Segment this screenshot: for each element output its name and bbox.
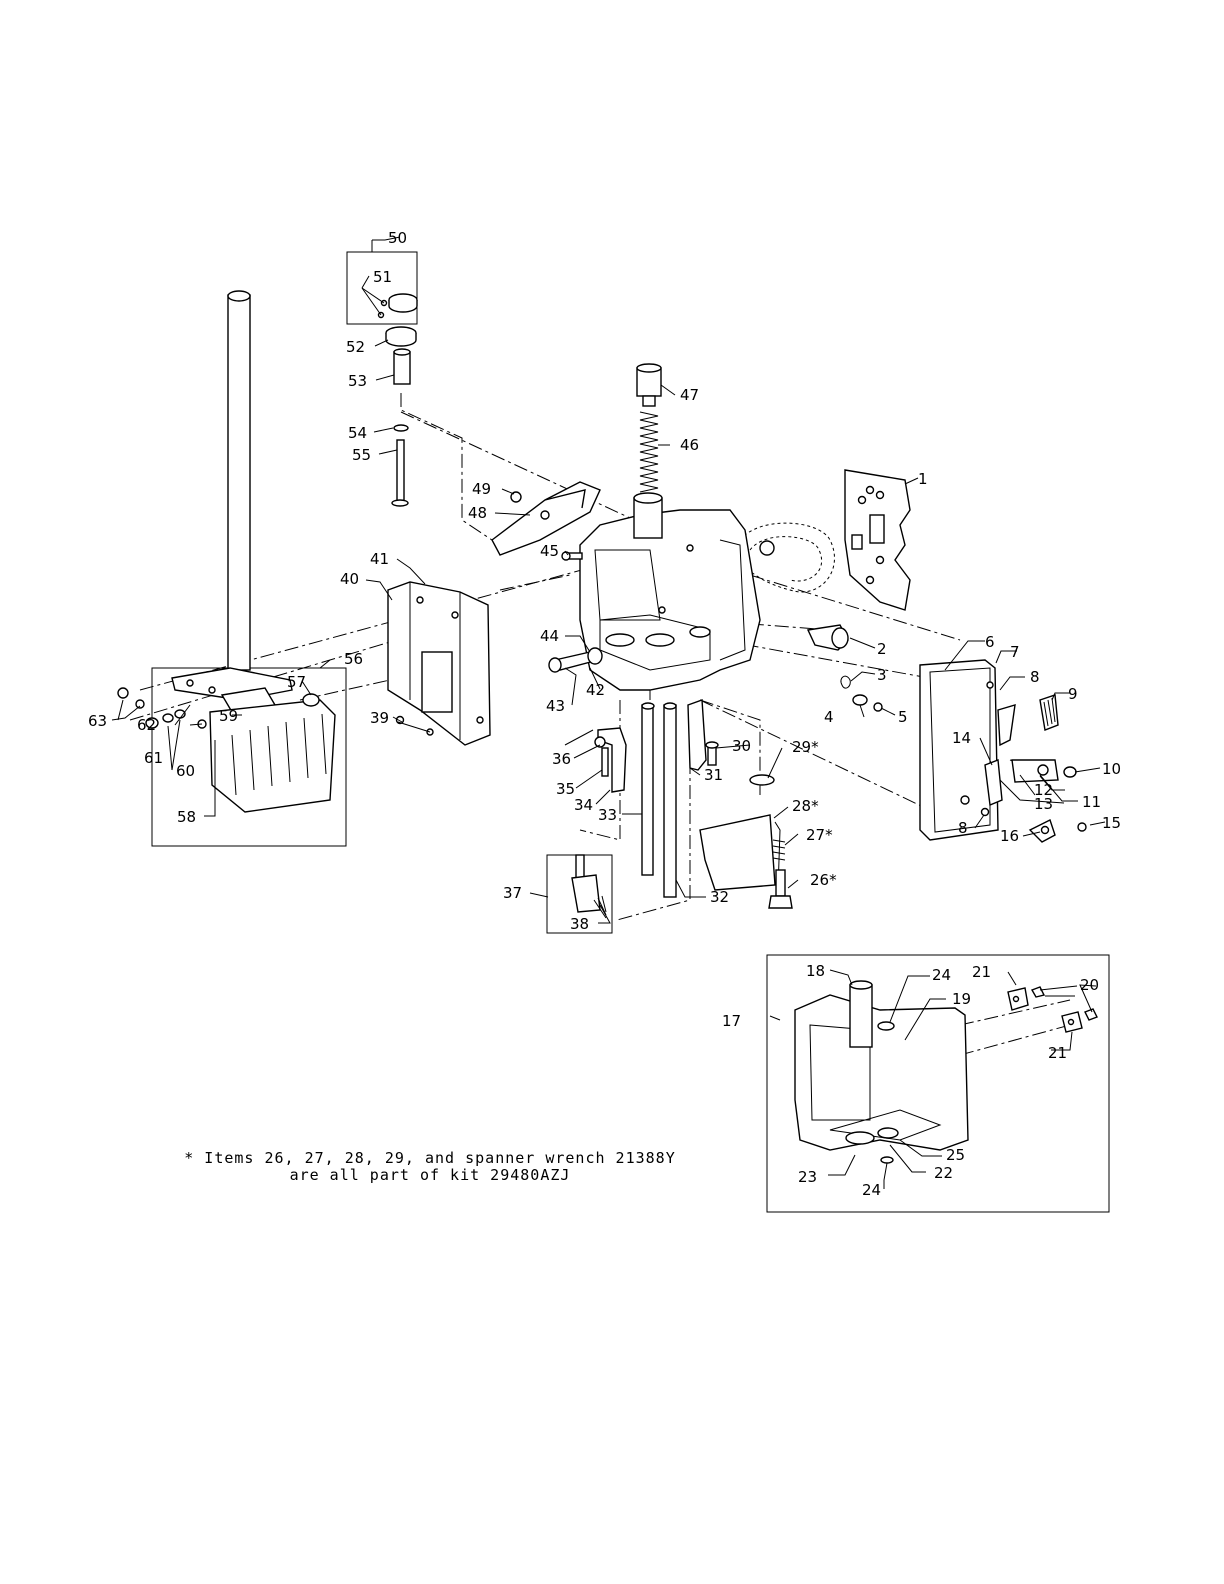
label-22: 22 — [934, 1164, 953, 1182]
screw-45 — [562, 552, 582, 560]
label-14: 14 — [952, 729, 971, 747]
label-33: 33 — [598, 806, 617, 824]
label-62: 62 — [137, 716, 156, 734]
label-26: 26* — [810, 871, 837, 889]
cover-plate-6 — [920, 660, 1015, 840]
gasket-plate-1 — [845, 470, 910, 610]
label-61: 61 — [144, 749, 163, 767]
label-56: 56 — [344, 650, 363, 668]
label-16: 16 — [1000, 827, 1019, 845]
spring-and-plug — [637, 364, 661, 492]
rods — [642, 703, 676, 897]
label-63: 63 — [88, 712, 107, 730]
label-9: 9 — [1068, 685, 1078, 703]
label-34: 34 — [574, 796, 593, 814]
label-23: 23 — [798, 1168, 817, 1186]
label-35: 35 — [556, 780, 575, 798]
label-8-bottom: 8 — [958, 819, 968, 837]
label-27: 27* — [806, 826, 833, 844]
label-13: 13 — [1034, 795, 1053, 813]
label-11: 11 — [1082, 793, 1101, 811]
label-30: 30 — [732, 737, 751, 755]
label-40: 40 — [340, 570, 359, 588]
label-51: 51 — [373, 268, 392, 286]
label-37: 37 — [503, 884, 522, 902]
label-1: 1 — [918, 470, 928, 488]
side-plate-40 — [388, 582, 490, 745]
label-18: 18 — [806, 962, 825, 980]
label-39: 39 — [370, 709, 389, 727]
pin-and-clip — [808, 625, 882, 711]
label-2: 2 — [877, 640, 887, 658]
label-36: 36 — [552, 750, 571, 768]
label-41: 41 — [370, 550, 389, 568]
label-43: 43 — [546, 697, 565, 715]
label-49: 49 — [472, 480, 491, 498]
label-38: 38 — [570, 915, 589, 933]
label-24-bottom: 24 — [862, 1181, 881, 1199]
label-58: 58 — [177, 808, 196, 826]
label-57: 57 — [287, 673, 306, 691]
label-59: 59 — [219, 707, 238, 725]
label-3: 3 — [877, 666, 887, 684]
kit-footnote: * Items 26, 27, 28, 29, and spanner wren… — [140, 1150, 720, 1184]
label-32: 32 — [710, 888, 729, 906]
label-53: 53 — [348, 372, 367, 390]
label-6: 6 — [985, 633, 995, 651]
kit-footnote-line2: are all part of kit 29480AZJ — [140, 1167, 720, 1184]
label-7: 7 — [1010, 643, 1020, 661]
label-60: 60 — [176, 762, 195, 780]
label-31: 31 — [704, 766, 723, 784]
label-52: 52 — [346, 338, 365, 356]
label-47: 47 — [680, 386, 699, 404]
kit-footnote-line1: * Items 26, 27, 28, 29, and spanner wren… — [140, 1150, 720, 1167]
label-17: 17 — [722, 1012, 741, 1030]
label-20: 20 — [1080, 976, 1099, 994]
label-5: 5 — [898, 708, 908, 726]
label-54: 54 — [348, 424, 367, 442]
label-21-top: 21 — [972, 963, 991, 981]
label-4: 4 — [824, 708, 834, 726]
label-10: 10 — [1102, 760, 1121, 778]
label-8-top: 8 — [1030, 668, 1040, 686]
label-21-bottom: 21 — [1048, 1044, 1067, 1062]
label-50: 50 — [388, 229, 407, 247]
label-45: 45 — [540, 542, 559, 560]
label-29: 29* — [792, 738, 819, 756]
label-15: 15 — [1102, 814, 1121, 832]
label-24-top: 24 — [932, 966, 951, 984]
brackets — [595, 700, 718, 792]
label-44: 44 — [540, 627, 559, 645]
label-55: 55 — [352, 446, 371, 464]
label-42: 42 — [586, 681, 605, 699]
label-28: 28* — [792, 797, 819, 815]
label-46: 46 — [680, 436, 699, 454]
label-19: 19 — [952, 990, 971, 1008]
label-48: 48 — [468, 504, 487, 522]
label-25: 25 — [946, 1146, 965, 1164]
main-housing — [580, 493, 774, 690]
